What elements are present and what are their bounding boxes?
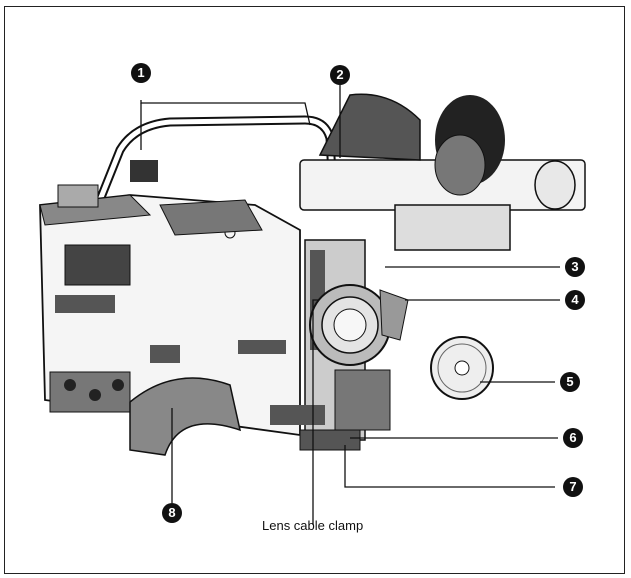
callout-4: 4 (565, 290, 585, 310)
shoulder-pad (129, 377, 242, 456)
callout-1: 1 (131, 63, 151, 83)
callout-6: 6 (563, 428, 583, 448)
callout-8: 8 (162, 503, 182, 523)
lens-cap (430, 336, 494, 400)
viewfinder (299, 93, 586, 251)
callout-2: 2 (330, 65, 350, 85)
camera-body (39, 184, 301, 437)
leader-lines (140, 85, 560, 525)
callout-7: 7 (563, 477, 583, 497)
handle-grip (130, 160, 158, 182)
lens-mount-lever (379, 289, 409, 341)
tripod-adaptor (299, 429, 361, 451)
lens-cable-clamp-caption: Lens cable clamp (262, 518, 364, 533)
callout-5: 5 (560, 372, 580, 392)
callout-3: 3 (565, 257, 585, 277)
figure-frame (4, 6, 625, 574)
